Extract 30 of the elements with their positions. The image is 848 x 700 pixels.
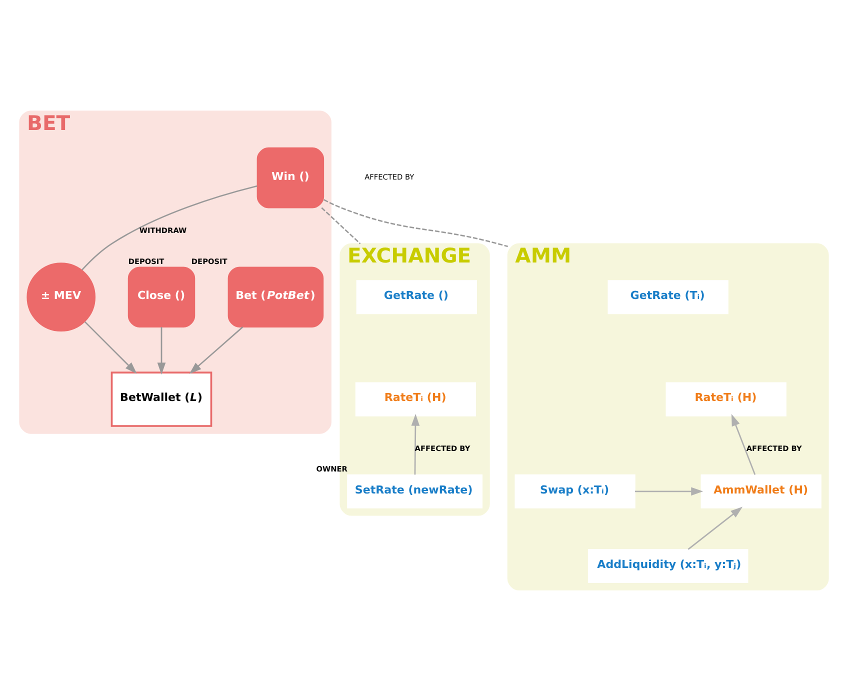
arrow [411,413,420,474]
arrow [635,486,704,496]
node-label: OWNER [316,464,348,473]
edge-label: WITHDRAW [139,226,187,234]
edge-label: AFFECTED BY [414,444,470,453]
node-box: Close () [128,266,196,327]
node-box: RateTᵢ (H) [666,382,786,416]
arrow [731,413,756,474]
label: AFFECTED BY [364,172,414,182]
node-box: Win () [256,146,324,208]
node-box: AmmWallet (H) [700,474,822,508]
arrow [189,326,244,374]
node-label: DEPOSIT [128,256,164,266]
node-label: DEPOSIT [191,256,228,266]
node-box: Swap (x:Tᵢ) [514,474,636,508]
node-box: AddLiquidity (x:Tᵢ, y:Tⱼ) [588,548,748,583]
node-box: BetWallet (L) [110,371,212,426]
connector [82,184,258,270]
edge-label: AFFECTED BY [746,444,802,453]
node-box: GetRate (Tᵢ) [608,280,728,314]
arrow [157,326,166,374]
arrow [688,506,743,550]
connector [321,206,361,244]
arrow [84,320,137,374]
node-circle: ± MEV [26,262,96,332]
node-box: RateTᵢ (H) [355,382,476,416]
node-box: Bet (PotBet) [228,266,324,327]
node-box: GetRate () [356,280,477,314]
connector [324,198,508,247]
node-box: SetRate (newRate) [347,474,482,508]
